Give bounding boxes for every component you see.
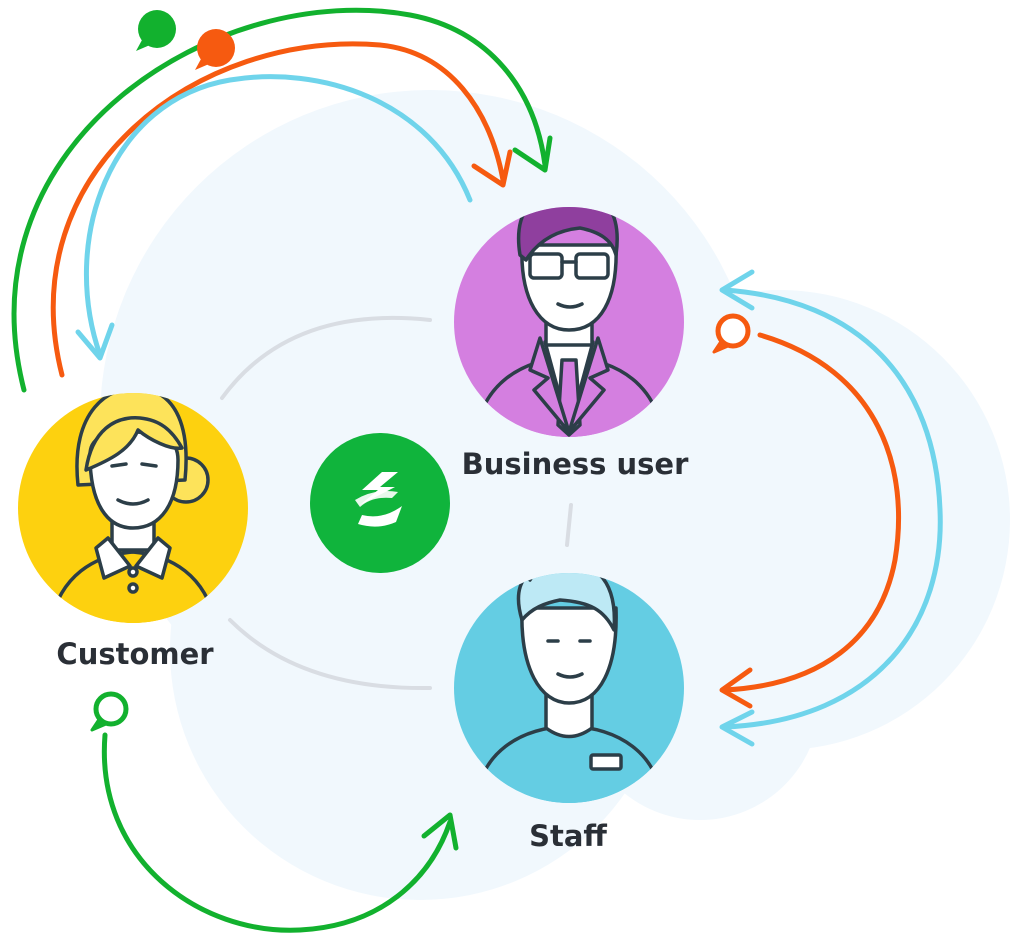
connector-arcs (220, 315, 573, 691)
customer-avatar (18, 393, 248, 623)
lightning-logo-icon (355, 472, 402, 527)
connector-business-staff (565, 503, 573, 547)
flow-arrow-orange-customer-to-business (50, 41, 513, 378)
hub-logo (310, 433, 450, 573)
flow-arrow-green-customer-to-staff (101, 732, 459, 933)
chat-bubble-orange-icon (195, 29, 235, 70)
flow-arrow-orange-business-to-staff (719, 332, 902, 709)
chat-bubble-outline-orange-icon (712, 313, 751, 354)
chat-bubble-green-icon (136, 10, 176, 51)
business-user-label: Business user (461, 447, 689, 481)
staff-label: Staff (529, 819, 607, 853)
flow-arrow-lightblue-business-to-customer (75, 74, 473, 361)
connector-customer-staff (228, 618, 432, 691)
connector-customer-business (220, 315, 432, 400)
business-user-avatar (454, 207, 684, 437)
flow-arrow-lightblue-staff-to-business (719, 269, 943, 747)
chat-bubble-outline-green-icon (90, 691, 129, 732)
customer-label: Customer (56, 637, 214, 671)
flow-arrow-green-customer-to-business (11, 7, 553, 393)
staff-avatar (454, 573, 684, 803)
